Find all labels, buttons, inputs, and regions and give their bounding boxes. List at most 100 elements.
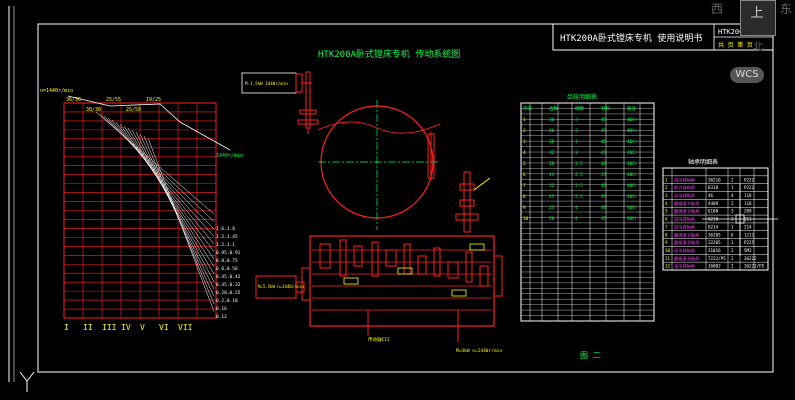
gear-table-cell: 1	[523, 117, 526, 123]
main-title: HTK200A卧式镗床专机 传动系统图	[318, 48, 460, 60]
bearing-table-cell: 16002	[708, 264, 721, 269]
gear-table-cell: 40Cr	[627, 183, 638, 189]
motor-left-label: M=5.5kW n=1440r/min	[258, 284, 304, 289]
speed-value-label: 0.8,0.75	[216, 258, 238, 264]
gear-table-cell: 5	[523, 161, 526, 167]
bearing-table-cell: 1	[731, 224, 734, 229]
gear-table-cell: 40Cr	[627, 161, 638, 167]
speed-ratio-label: 30/30	[86, 107, 101, 113]
bearing-table-cell: 圆锥滚子轴承	[674, 239, 700, 246]
bearing-table-cell: 7	[665, 224, 668, 229]
view-cube-face[interactable]	[740, 0, 776, 36]
compass-east[interactable]: 东	[780, 2, 793, 16]
gearbox-gear	[433, 247, 441, 277]
gear-table-cell: 22	[549, 183, 555, 189]
gear-table-cell: 28	[549, 161, 555, 167]
gear-table-cell: 50	[549, 216, 555, 222]
bearing-table-cell: 2	[731, 248, 734, 253]
bearing-table-cell: 4	[731, 193, 734, 198]
gear-table-cell: 3	[575, 139, 578, 145]
gearbox-bearing	[469, 243, 485, 251]
bearing-table-cell: 8	[665, 232, 668, 237]
gear-table-cell: 4	[575, 205, 578, 211]
compass-west[interactable]: 西	[711, 2, 724, 16]
ucs-icon	[19, 371, 35, 392]
bearing-table-cell: 46	[708, 193, 714, 198]
gear-table-cell: 40Cr	[627, 128, 638, 134]
gear-table-cell: 40Cr	[627, 117, 638, 123]
gear-table-cell: 3	[575, 117, 578, 123]
gearbox-gear	[447, 261, 459, 279]
gear-table-cell: 30	[549, 117, 555, 123]
gear-table-cell: 40Cr	[627, 216, 638, 222]
gear-column	[455, 171, 491, 233]
bearing-table-cell: 6108	[708, 209, 719, 214]
side-shaft	[427, 132, 435, 180]
gear-table-cell: 45	[601, 161, 607, 167]
gearbox-flange-left	[301, 267, 311, 301]
bearing-table-cell: 22205	[708, 240, 721, 245]
gearbox-gear	[353, 245, 363, 267]
gear-table-cell: 3	[575, 128, 578, 134]
speed-ratio-label: 25/50	[126, 107, 141, 113]
bearing-table-cell: 5	[665, 209, 668, 214]
bearing-table-cell: 9	[665, 240, 668, 245]
bearing-table-cell: 36222	[744, 256, 757, 261]
gearbox-gear	[403, 243, 411, 275]
bearing-table-cell: 圆锥滚子轴承	[674, 255, 700, 262]
gearbox-bearing	[451, 289, 467, 297]
gearbox-bearing	[343, 277, 359, 285]
bearing-table-cell: 2	[731, 201, 734, 206]
bearing-table-cell: 11	[665, 256, 671, 261]
gear-table-cell: 4	[575, 216, 578, 222]
bearing-table-cell: 209	[744, 209, 752, 214]
bearing-table-cell: 圆锥滚子轴承	[674, 200, 700, 207]
bearing-table-cell: 1	[665, 177, 668, 182]
speed-value-label: 0.12	[216, 314, 227, 320]
speed-value-label: 0.28,0.25	[216, 290, 241, 296]
view-cube[interactable]: 上	[740, 0, 776, 36]
title-block-name: HTK200A卧式镗床专机 使用说明书	[560, 32, 702, 44]
bearing-table-cell: 深沟球轴承	[674, 192, 696, 199]
bearing-table-cell: 3	[665, 193, 668, 198]
speed-value-label: 1.2,1.45	[216, 234, 238, 240]
view-cube-top-label: 上	[750, 6, 764, 21]
gear-table-cell: 45	[601, 172, 607, 178]
speed-ratio-label: 25/55	[106, 97, 121, 103]
bearing-table-cell: 4409	[708, 201, 719, 206]
gear-table-title: 齿轮明细表	[567, 93, 597, 101]
bearing-table-cell: P225	[744, 240, 755, 245]
speed-chart: n=1440r/min 1440r/min 36/3630/3025/5525/…	[40, 88, 243, 332]
bearing-table-cell: 118	[744, 201, 752, 206]
gear-table-cell: 60	[549, 128, 555, 134]
gear-table-cell: 3	[575, 150, 578, 156]
wcs-button[interactable]: WCS	[730, 67, 764, 83]
gear-table-cell: 40Cr	[627, 172, 638, 178]
gear-table-cell: 45	[601, 117, 607, 123]
gear-table-cell: 45	[601, 183, 607, 189]
gearbox-gear	[385, 249, 397, 267]
gear-table-cell: 45	[601, 139, 607, 145]
gearbox-gear	[339, 239, 347, 277]
speed-axis-label: I	[64, 323, 69, 332]
bearing-table-cell: 1	[731, 185, 734, 190]
crosshair-cursor	[702, 184, 778, 256]
gear-table-header: 材料	[601, 105, 610, 112]
speed-values: 1.6,1.81.2,1.451.2,1.10.95,0.910.8,0.750…	[216, 226, 241, 320]
speed-ray	[147, 137, 215, 312]
bearing-table-cell: 6	[731, 232, 734, 237]
bearing-table-cell: 36205	[708, 232, 721, 237]
bearing-table-cell: 1	[731, 240, 734, 245]
speed-value-label: 1.2,1.1	[216, 242, 235, 248]
gear-table-cell: 45	[601, 194, 607, 200]
compass-north[interactable]: 北	[753, 42, 763, 53]
gearbox-gear	[479, 265, 489, 287]
speed-value-label: 0.6,0.56	[216, 266, 238, 272]
gear-table-cell: 3	[523, 139, 526, 145]
speed-value-label: 0.95,0.91	[216, 250, 241, 256]
gear-table-cell: 63	[549, 194, 555, 200]
